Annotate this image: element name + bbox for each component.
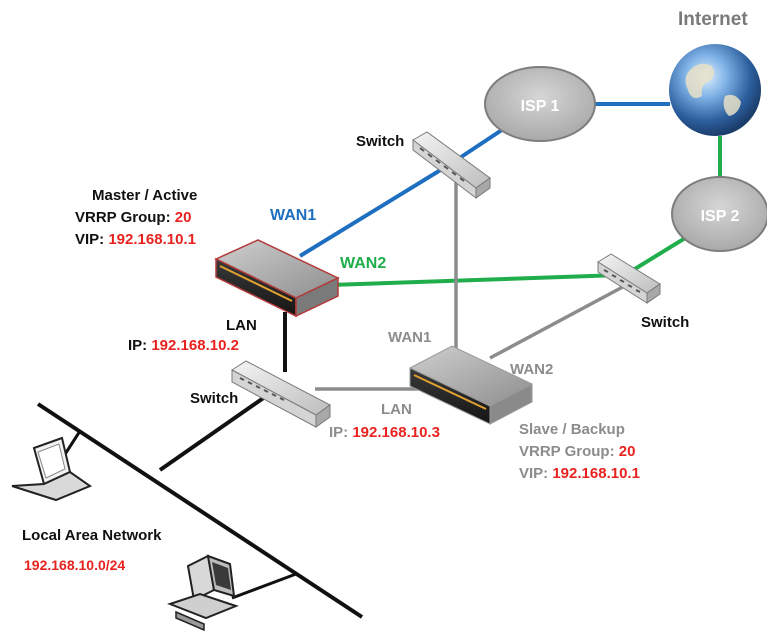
master-title: Master / Active	[92, 187, 197, 204]
switch-lan: Switch	[190, 360, 331, 428]
slave-vip: VIP: 192.168.10.1	[519, 465, 640, 482]
isp2-label: ISP 2	[701, 208, 740, 225]
slave-vip-value: 192.168.10.1	[552, 465, 640, 482]
links	[36, 102, 722, 619]
link-master-wan2	[329, 273, 621, 287]
link-slave-wan2	[489, 280, 633, 360]
master-ip-value: 192.168.10.2	[151, 337, 239, 354]
master-vip: VIP: 192.168.10.1	[75, 231, 196, 248]
master-wan2-label: WAN2	[340, 255, 386, 272]
slave-vrrp: VRRP Group: 20	[519, 443, 635, 460]
switch-ports	[239, 377, 285, 401]
slave-wan1-label: WAN1	[388, 329, 431, 346]
switch-right-label: Switch	[641, 314, 689, 331]
slave-vrrp-value: 20	[619, 443, 636, 460]
slave-title: Slave / Backup	[519, 421, 625, 438]
link-backbone-switch	[158, 390, 274, 472]
link-backbone-pc	[231, 572, 297, 600]
isp1-ellipse	[484, 66, 596, 142]
master-lan-label: LAN	[226, 317, 257, 334]
master-vrrp-value: 20	[175, 209, 192, 226]
lan-backbone	[36, 402, 364, 619]
slave-router	[408, 345, 534, 425]
isp2-node: ISP 2	[671, 176, 767, 252]
isp2-ellipse	[671, 176, 767, 252]
slave-info: WAN1 WAN2 LAN IP: 192.168.10.3 Slave / B…	[329, 329, 640, 482]
switch-top: Switch	[356, 131, 491, 200]
isp1-node: ISP 1	[484, 66, 596, 142]
isp1-label: ISP 1	[521, 98, 560, 115]
master-ip: IP: 192.168.10.2	[128, 337, 239, 354]
master-router	[214, 239, 340, 318]
laptop-icon	[11, 436, 93, 502]
switch-ports	[603, 269, 641, 293]
switch-lan-label: Switch	[190, 390, 238, 407]
globe-land	[685, 63, 741, 116]
switch-right: Switch	[597, 253, 689, 331]
master-wan1-label: WAN1	[270, 207, 316, 224]
lan-title: Local Area Network	[22, 527, 162, 544]
slave-ip-value: 192.168.10.3	[352, 424, 440, 441]
master-vip-value: 192.168.10.1	[108, 231, 196, 248]
internet-cloud: Internet	[669, 9, 761, 136]
lan-subnet: 192.168.10.0/24	[24, 557, 125, 573]
desktop-pc-icon	[167, 554, 239, 632]
slave-wan2-label: WAN2	[510, 361, 553, 378]
slave-ip: IP: 192.168.10.3	[329, 424, 440, 441]
globe-icon	[669, 44, 761, 136]
master-vrrp: VRRP Group: 20	[75, 209, 191, 226]
switch-top-label: Switch	[356, 133, 404, 150]
master-info: Master / Active VRRP Group: 20 VIP: 192.…	[75, 187, 386, 354]
switch-ports	[419, 147, 465, 182]
internet-label: Internet	[678, 9, 748, 30]
lan-info: Local Area Network 192.168.10.0/24	[22, 527, 162, 573]
link-master-wan1	[298, 161, 454, 258]
slave-router-side	[489, 383, 533, 425]
slave-lan-label: LAN	[381, 401, 412, 418]
master-router-side	[295, 276, 339, 318]
